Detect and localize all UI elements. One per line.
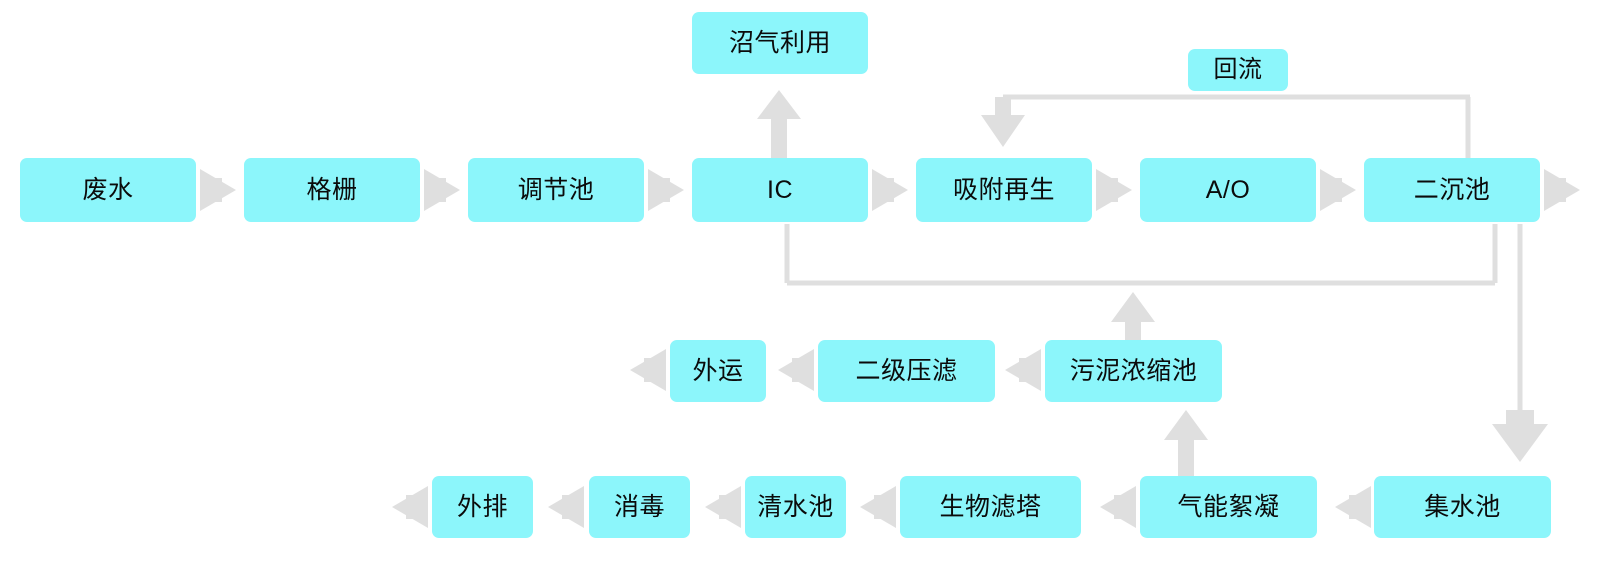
node-jishuichi[interactable]: 集水池 [1374, 476, 1551, 538]
arrow-ic-to-zhaoqiliyong [757, 90, 801, 160]
node-huiliu-label[interactable]: 回流 [1188, 49, 1288, 91]
return-sludge-bracket [981, 94, 1471, 158]
node-qingshuichi[interactable]: 清水池 [745, 476, 846, 538]
node-erjiyalv[interactable]: 二级压滤 [818, 340, 995, 402]
digester-return-bracket [784, 224, 1498, 340]
arrow-feishui-to-geshan [200, 169, 236, 211]
node-xifuzaisheng[interactable]: 吸附再生 [916, 158, 1092, 222]
arrow-geshan-to-tiaojiechi [424, 169, 460, 211]
node-wuninongsuochi[interactable]: 污泥浓缩池 [1045, 340, 1222, 402]
arrow-ao-to-erchenchi [1320, 169, 1356, 211]
arrow-xiaodu-to-waipai [548, 486, 584, 528]
arrow-waiyun-out [630, 349, 666, 391]
arrow-qinengxuning-to-wuninongsuochi [1164, 410, 1208, 478]
node-waipai[interactable]: 外排 [432, 476, 533, 538]
arrow-erchenchi-outflow [1544, 169, 1580, 211]
arrow-qingshuichi-to-xiaodu [705, 486, 741, 528]
arrow-waipai-out [392, 486, 428, 528]
arrow-jishuichi-to-qinengxuning [1335, 486, 1371, 528]
node-tiaojiechi[interactable]: 调节池 [468, 158, 644, 222]
node-geshan[interactable]: 格栅 [244, 158, 420, 222]
arrow-qinengxuning-to-shengwulvta [1100, 486, 1136, 528]
arrow-wuninongsuochi-to-erjiyalv [1005, 349, 1041, 391]
arrow-xifuzaisheng-to-ao [1096, 169, 1132, 211]
arrow-erchenchi-to-jishuichi [1492, 224, 1548, 462]
node-zhaoqiliyong[interactable]: 沼气利用 [692, 12, 868, 74]
node-waiyun[interactable]: 外运 [670, 340, 766, 402]
arrow-shengwulvta-to-qingshuichi [860, 486, 896, 528]
node-ic[interactable]: IC [692, 158, 868, 222]
node-erchenchi[interactable]: 二沉池 [1364, 158, 1540, 222]
node-feishui[interactable]: 废水 [20, 158, 196, 222]
arrow-erjiyalv-to-waiyun [778, 349, 814, 391]
node-xiaodu[interactable]: 消毒 [589, 476, 690, 538]
node-ao[interactable]: A/O [1140, 158, 1316, 222]
arrow-tiaojiechi-to-ic [648, 169, 684, 211]
node-shengwulvta[interactable]: 生物滤塔 [900, 476, 1081, 538]
arrow-ic-to-xifuzaisheng [872, 169, 908, 211]
node-qinengxuning[interactable]: 气能絮凝 [1140, 476, 1317, 538]
